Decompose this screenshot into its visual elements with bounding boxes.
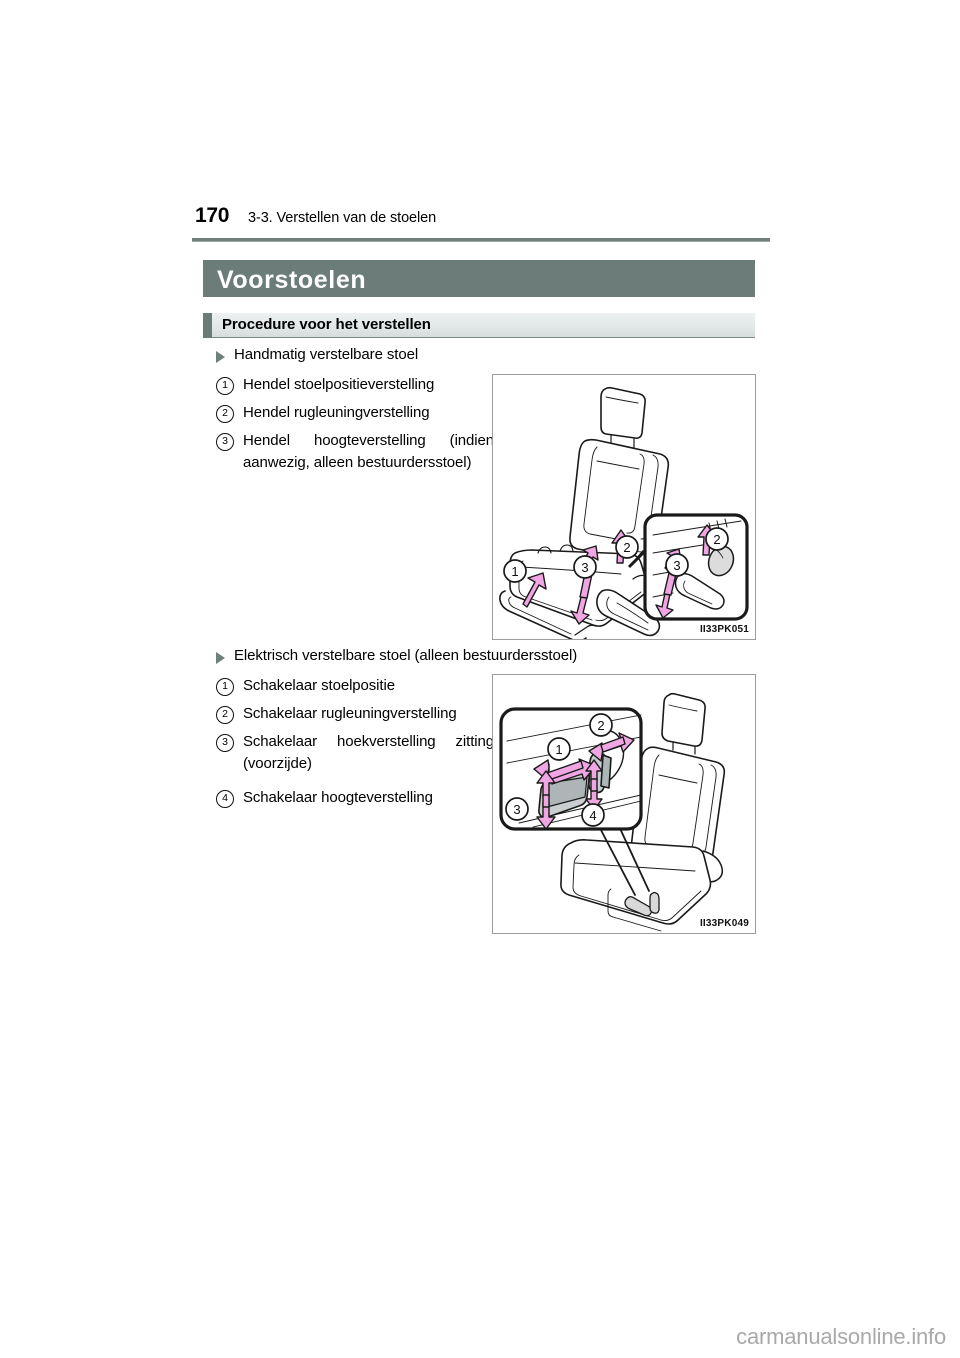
callout-number: 3 xyxy=(216,433,234,451)
list-item: 2 Hendel rugleuningverstelling xyxy=(216,402,430,424)
section-heading-body xyxy=(212,313,755,338)
list-item-label: Schakelaar hoekverstelling zitting (voor… xyxy=(243,731,494,775)
svg-text:3: 3 xyxy=(673,558,680,573)
section-heading-accent xyxy=(203,313,212,338)
figure-power-seat: 1 2 3 4 II33PK049 xyxy=(492,674,756,934)
list-item-label: Schakelaar hoogteverstelling xyxy=(243,789,433,806)
list-item: 3 Schakelaar hoekverstelling zitting (vo… xyxy=(216,731,494,775)
section-heading-label: Procedure voor het verstellen xyxy=(222,316,431,333)
page-header: 170 3-3. Verstellen van de stoelen xyxy=(195,204,765,234)
list-item: 4 Schakelaar hoogteverstelling xyxy=(216,787,433,809)
figure-code: II33PK049 xyxy=(699,918,749,929)
list-item-line-1: Hendel hoogteverstelling (indien xyxy=(243,432,494,449)
manual-seat-illustration: 1 3 2 3 2 xyxy=(499,386,749,639)
svg-text:2: 2 xyxy=(713,532,720,547)
list-item-label: Schakelaar stoelpositie xyxy=(243,677,395,694)
callout-number: 1 xyxy=(216,678,234,696)
callout-number: 1 xyxy=(216,377,234,395)
list-item-label: Schakelaar rugleuningverstelling xyxy=(243,705,457,722)
svg-text:1: 1 xyxy=(555,742,562,757)
bullet-manual-seat: Handmatig verstelbare stoel xyxy=(216,346,418,363)
svg-text:4: 4 xyxy=(589,808,596,823)
list-item: 1 Hendel stoelpositieverstelling xyxy=(216,374,434,396)
svg-text:2: 2 xyxy=(623,540,630,555)
bullet-label: Elektrisch verstelbare stoel (alleen bes… xyxy=(234,647,578,664)
triangle-bullet-icon xyxy=(216,351,225,363)
list-item: 2 Schakelaar rugleuningverstelling xyxy=(216,703,457,725)
figure-manual-seat: 1 3 2 3 2 II33PK051 xyxy=(492,374,756,640)
power-seat-illustration: 1 2 3 4 xyxy=(499,692,726,932)
svg-text:1: 1 xyxy=(511,564,518,579)
list-item-line-2: aanwezig, alleen bestuurdersstoel) xyxy=(243,453,472,471)
site-watermark: carmanualsonline.info xyxy=(736,1324,946,1349)
list-item: 3 Hendel hoogteverstelling (indien aanwe… xyxy=(216,430,494,474)
list-item-label: Hendel rugleuningverstelling xyxy=(243,404,430,421)
svg-text:3: 3 xyxy=(513,802,520,817)
list-item: 1 Schakelaar stoelpositie xyxy=(216,675,395,697)
breadcrumb: 3-3. Verstellen van de stoelen xyxy=(248,210,437,226)
list-item-label: Hendel hoogteverstelling (indien aanwezi… xyxy=(243,430,494,474)
triangle-bullet-icon xyxy=(216,652,225,664)
section-heading: Procedure voor het verstellen xyxy=(203,313,755,338)
list-item-line-1: Schakelaar hoekverstelling zitting xyxy=(243,733,494,750)
callout-number: 2 xyxy=(216,405,234,423)
callout-number: 2 xyxy=(216,706,234,724)
callout-number: 3 xyxy=(216,734,234,752)
svg-text:3: 3 xyxy=(581,560,588,575)
list-item-line-2: (voorzijde) xyxy=(243,754,312,772)
page-title: Voorstoelen xyxy=(217,266,367,294)
bullet-label: Handmatig verstelbare stoel xyxy=(234,346,419,363)
page-number: 170 xyxy=(195,204,230,227)
figure-code: II33PK051 xyxy=(699,624,749,635)
svg-text:2: 2 xyxy=(597,718,604,733)
header-divider xyxy=(192,238,770,242)
chapter-title-bar: Voorstoelen xyxy=(203,260,755,297)
callout-number: 4 xyxy=(216,790,234,808)
bullet-power-seat: Elektrisch verstelbare stoel (alleen bes… xyxy=(216,647,577,664)
list-item-label: Hendel stoelpositieverstelling xyxy=(243,376,435,393)
